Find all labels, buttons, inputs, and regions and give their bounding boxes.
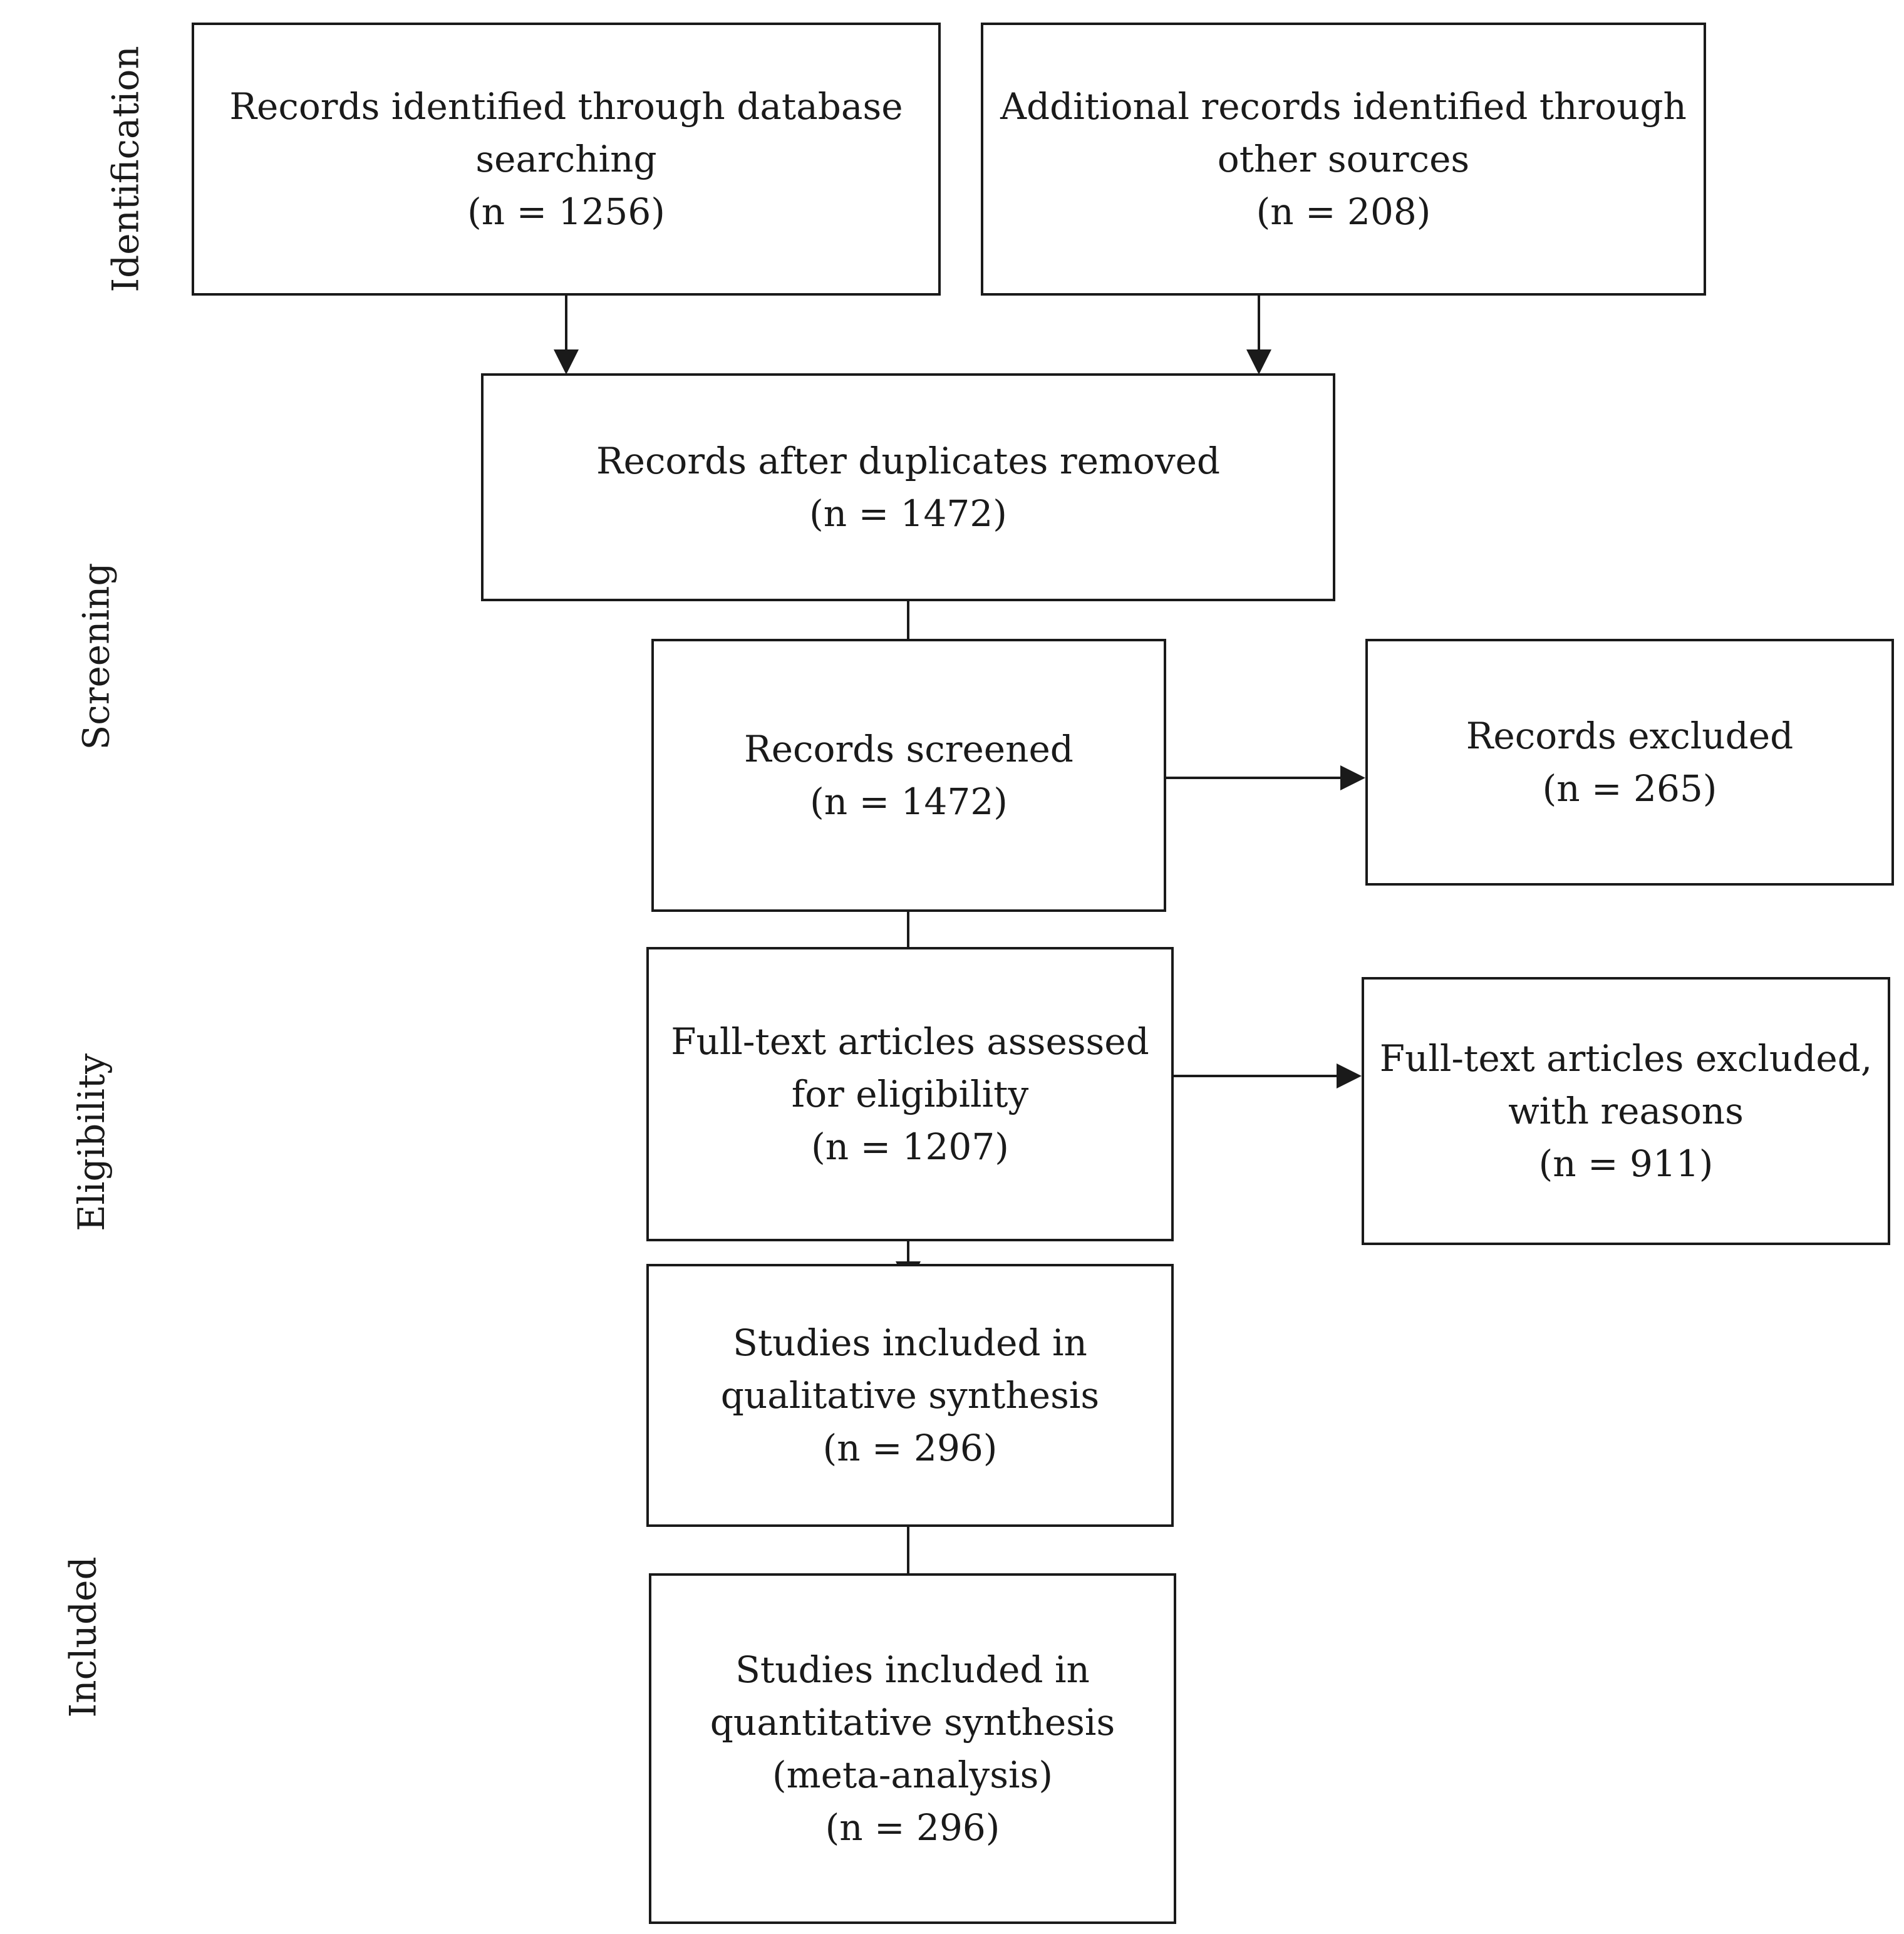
box-text: Studies included in xyxy=(733,1321,1087,1364)
box-count: (n = 1472) xyxy=(810,780,1008,823)
box-count: (n = 1472) xyxy=(809,492,1007,535)
stage-label-eligibility: Eligibility xyxy=(70,1053,113,1231)
box-count: (n = 1207) xyxy=(811,1125,1009,1168)
box-count: (n = 296) xyxy=(822,1427,998,1469)
box-text: Records after duplicates removed xyxy=(596,440,1221,482)
box-text: Additional records identified through xyxy=(1000,85,1687,128)
box-text: other sources xyxy=(1217,138,1470,180)
box-text: with reasons xyxy=(1508,1090,1744,1132)
box-count: (n = 208) xyxy=(1256,190,1431,233)
box-text: quantitative synthesis xyxy=(710,1701,1115,1744)
box-text: Records screened xyxy=(744,728,1074,770)
box-count: (n = 296) xyxy=(825,1806,1000,1849)
box-text: Full-text articles assessed xyxy=(671,1020,1149,1063)
box-quantitative-synthesis: Studies included in quantitative synthes… xyxy=(649,1573,1176,1924)
box-after-duplicates: Records after duplicates removed (n = 14… xyxy=(481,373,1335,601)
box-text: Records identified through database xyxy=(229,85,903,128)
box-count: (n = 1256) xyxy=(467,190,665,233)
box-text: searching xyxy=(475,138,657,180)
box-fulltext-assessed: Full-text articles assessed for eligibil… xyxy=(646,947,1174,1241)
stage-label-included: Included xyxy=(61,1556,105,1718)
box-text: Records excluded xyxy=(1466,715,1794,757)
stage-label-identification: Identification xyxy=(104,46,147,292)
box-count: (n = 911) xyxy=(1538,1142,1714,1185)
box-count: (n = 265) xyxy=(1542,767,1717,810)
stage-label-screening: Screening xyxy=(75,562,118,750)
box-text: Studies included in xyxy=(735,1648,1090,1691)
box-records-excluded: Records excluded (n = 265) xyxy=(1365,639,1894,886)
box-text: for eligibility xyxy=(791,1073,1029,1115)
box-other-sources: Additional records identified through ot… xyxy=(981,23,1706,296)
box-database-records: Records identified through database sear… xyxy=(192,23,941,296)
box-text: Full-text articles excluded, xyxy=(1379,1037,1873,1080)
box-qualitative-synthesis: Studies included in qualitative synthesi… xyxy=(646,1264,1174,1527)
box-text: qualitative synthesis xyxy=(720,1374,1100,1417)
box-fulltext-excluded: Full-text articles excluded, with reason… xyxy=(1362,977,1890,1245)
box-records-screened: Records screened (n = 1472) xyxy=(651,639,1166,912)
box-text: (meta-analysis) xyxy=(772,1754,1053,1796)
